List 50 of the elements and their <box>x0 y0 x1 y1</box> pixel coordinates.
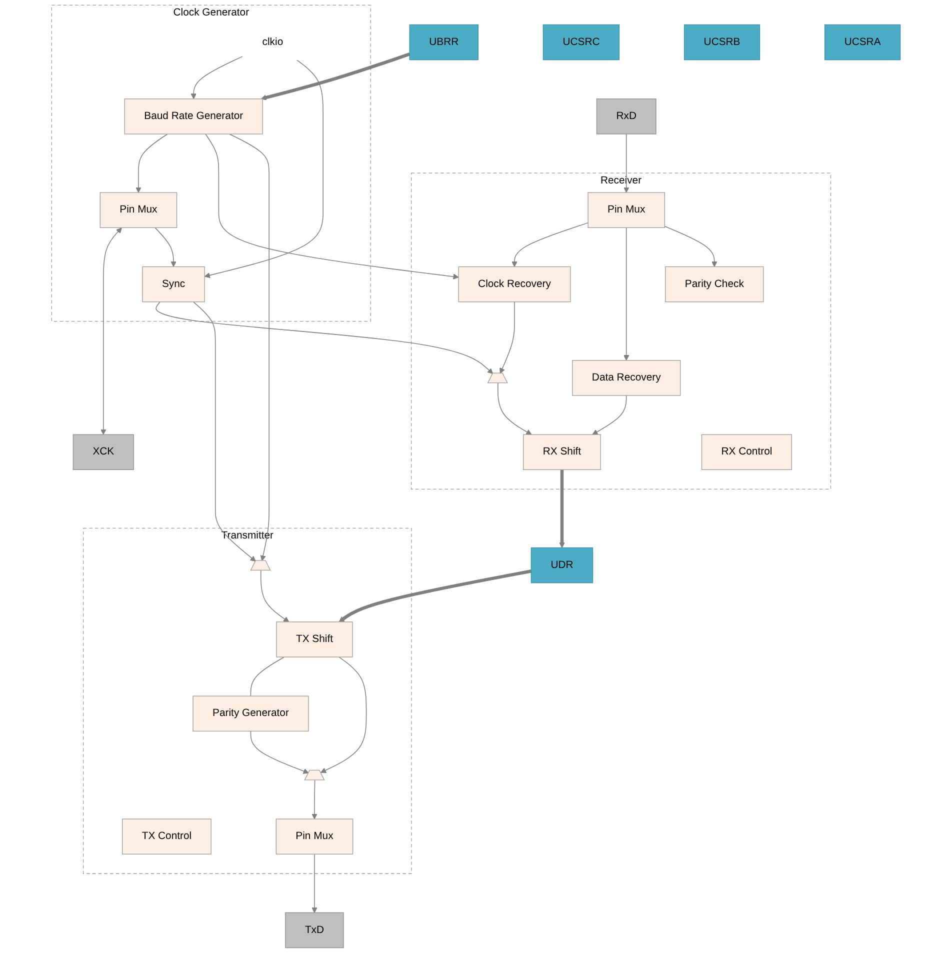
node-box: Pin Mux <box>100 192 178 228</box>
arrow <box>156 301 494 374</box>
arrow <box>312 854 318 913</box>
arrow <box>260 52 410 100</box>
arrow <box>512 222 588 267</box>
arrow <box>154 227 176 267</box>
node-box: Baud Rate Generator <box>124 98 263 134</box>
node-box: RX Shift <box>523 434 601 470</box>
arrow <box>559 470 565 548</box>
arrow <box>312 780 318 820</box>
arrow <box>500 301 515 374</box>
node-box: TX Shift <box>276 622 353 658</box>
node-box: Parity Check <box>665 266 764 302</box>
arrow <box>190 56 244 100</box>
node-box: UBRR <box>409 24 478 60</box>
arrow <box>260 570 290 622</box>
arrow <box>497 382 532 435</box>
node-box: UCSRB <box>684 24 760 60</box>
arrow <box>100 228 122 435</box>
node-box: Pin Mux <box>588 192 665 228</box>
arrow <box>338 570 532 622</box>
node-box: XCK <box>72 434 134 470</box>
arrow <box>192 301 256 562</box>
node-box: TxD <box>285 912 344 948</box>
arrow <box>205 134 459 280</box>
arrow <box>320 656 367 773</box>
arrow <box>204 59 324 278</box>
arrow <box>228 134 270 561</box>
node-box: UCSRC <box>542 24 620 60</box>
arrow <box>624 227 630 361</box>
node-box: Sync <box>142 266 205 302</box>
arrow <box>136 134 168 193</box>
arrow <box>624 134 630 193</box>
node-box: UCSRA <box>824 24 901 60</box>
node-box: RxD <box>596 98 656 134</box>
arrow <box>664 226 718 267</box>
connector <box>250 656 285 696</box>
arrow <box>592 395 627 435</box>
node-box: UDR <box>530 547 594 584</box>
node-box: RX Control <box>701 434 792 470</box>
node-text: clkio <box>262 36 284 48</box>
node-box: Data Recovery <box>572 360 681 396</box>
node-trapezoid <box>487 372 508 384</box>
arrow <box>250 730 309 774</box>
node-box: Pin Mux <box>276 818 354 854</box>
node-box: TX Control <box>122 818 212 854</box>
node-box: Parity Generator <box>192 696 309 732</box>
node-trapezoid <box>250 560 271 570</box>
node-trapezoid <box>304 770 325 780</box>
node-box: Clock Recovery <box>458 266 571 302</box>
